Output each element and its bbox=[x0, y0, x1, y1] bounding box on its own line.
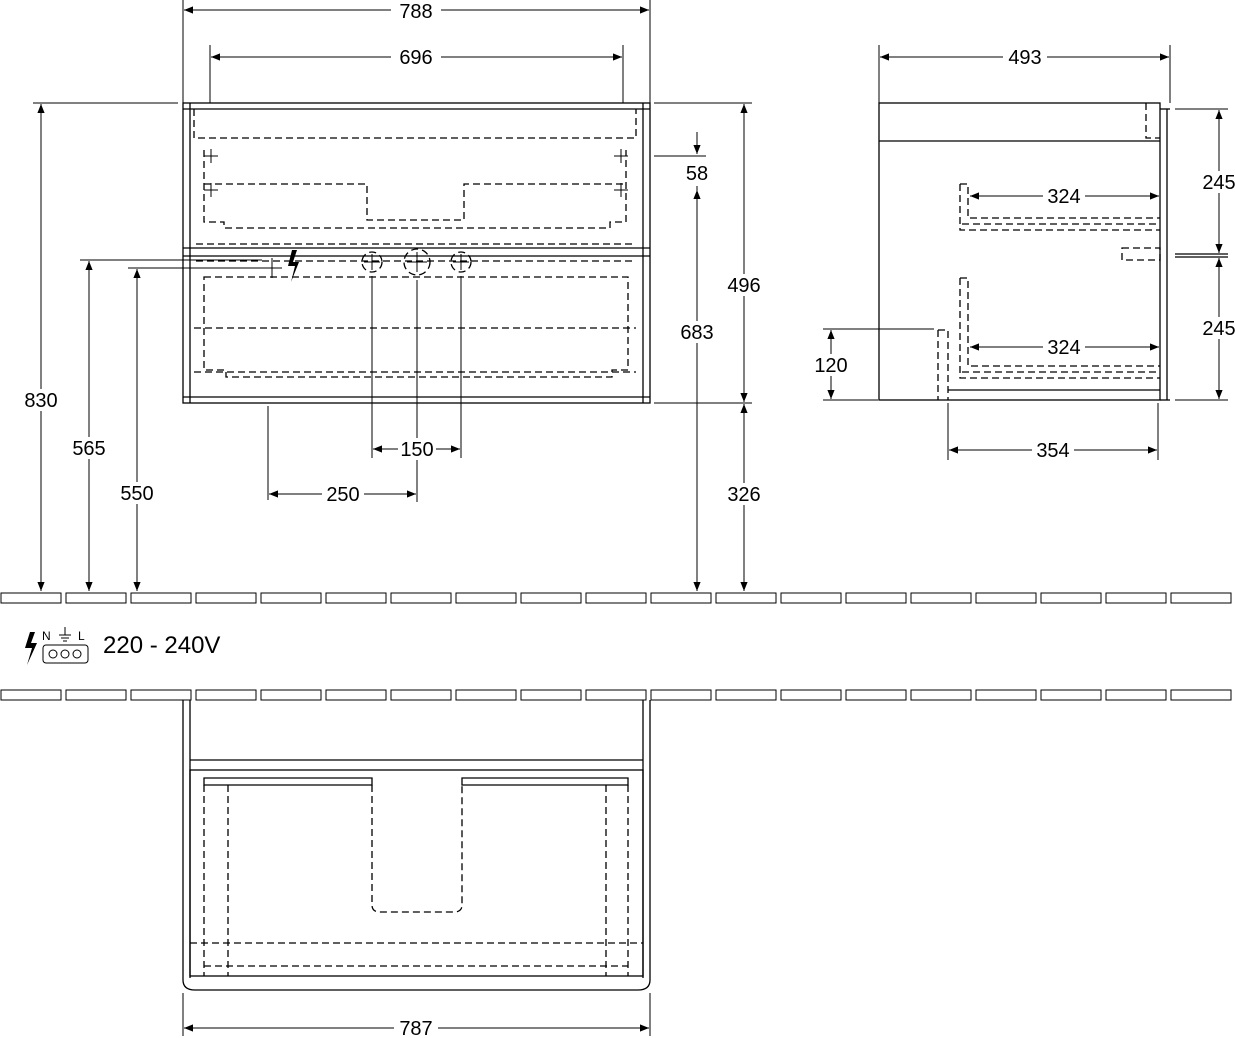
svg-text:788: 788 bbox=[399, 1, 432, 23]
dimension-58: 58 bbox=[681, 132, 713, 196]
svg-text:150: 150 bbox=[400, 439, 433, 461]
dimension-245-lower: 245 bbox=[1199, 258, 1235, 399]
dimension-120: 120 bbox=[811, 330, 851, 399]
socket-icon bbox=[42, 644, 89, 664]
floor-line bbox=[0, 592, 1232, 604]
svg-text:496: 496 bbox=[727, 275, 760, 297]
dimension-565: 565 bbox=[70, 261, 110, 591]
svg-text:550: 550 bbox=[120, 483, 153, 505]
dimension-493: 493 bbox=[880, 46, 1169, 69]
svg-text:245: 245 bbox=[1202, 172, 1235, 194]
dimension-354: 354 bbox=[949, 439, 1157, 462]
svg-text:830: 830 bbox=[24, 390, 57, 412]
live-terminal-label: L bbox=[78, 629, 85, 643]
dimension-788: 788 bbox=[184, 0, 649, 23]
front-cabinet bbox=[182, 102, 651, 404]
dimension-326: 326 bbox=[724, 404, 764, 591]
svg-text:326: 326 bbox=[727, 484, 760, 506]
dimension-324-upper: 324 bbox=[970, 185, 1159, 208]
svg-text:696: 696 bbox=[399, 47, 432, 69]
dimension-250: 250 bbox=[269, 483, 416, 506]
lightning-icon bbox=[25, 632, 37, 665]
lightning-icon bbox=[288, 250, 299, 282]
svg-text:787: 787 bbox=[399, 1018, 432, 1038]
dimension-150: 150 bbox=[373, 438, 460, 461]
wall-line bbox=[0, 689, 1232, 701]
plan-view: 787 bbox=[182, 700, 651, 1038]
svg-text:565: 565 bbox=[72, 438, 105, 460]
voltage-label: 220 - 240V bbox=[103, 632, 220, 659]
svg-text:354: 354 bbox=[1036, 440, 1069, 462]
dimension-830: 830 bbox=[22, 104, 62, 591]
dimension-324-lower: 324 bbox=[970, 336, 1159, 359]
dimension-696: 696 bbox=[211, 46, 622, 69]
svg-text:58: 58 bbox=[686, 163, 708, 185]
dimension-787: 787 bbox=[184, 1017, 649, 1038]
svg-text:250: 250 bbox=[326, 484, 359, 506]
neutral-terminal-label: N bbox=[42, 629, 51, 643]
front-view: 788 696 bbox=[22, 0, 764, 591]
svg-text:324: 324 bbox=[1047, 337, 1080, 359]
svg-text:120: 120 bbox=[814, 355, 847, 377]
dimension-245-upper: 245 bbox=[1199, 110, 1235, 253]
svg-text:683: 683 bbox=[680, 322, 713, 344]
side-view: 493 324 bbox=[811, 45, 1235, 462]
dimension-550: 550 bbox=[118, 269, 158, 591]
svg-text:493: 493 bbox=[1008, 47, 1041, 69]
dimension-683: 683 bbox=[677, 190, 717, 591]
svg-text:245: 245 bbox=[1202, 318, 1235, 340]
side-cabinet bbox=[878, 102, 1228, 401]
svg-text:324: 324 bbox=[1047, 186, 1080, 208]
electrical-spec: N L 220 - 240V bbox=[25, 627, 220, 665]
dimension-496: 496 bbox=[724, 104, 764, 402]
ground-icon bbox=[59, 627, 71, 642]
